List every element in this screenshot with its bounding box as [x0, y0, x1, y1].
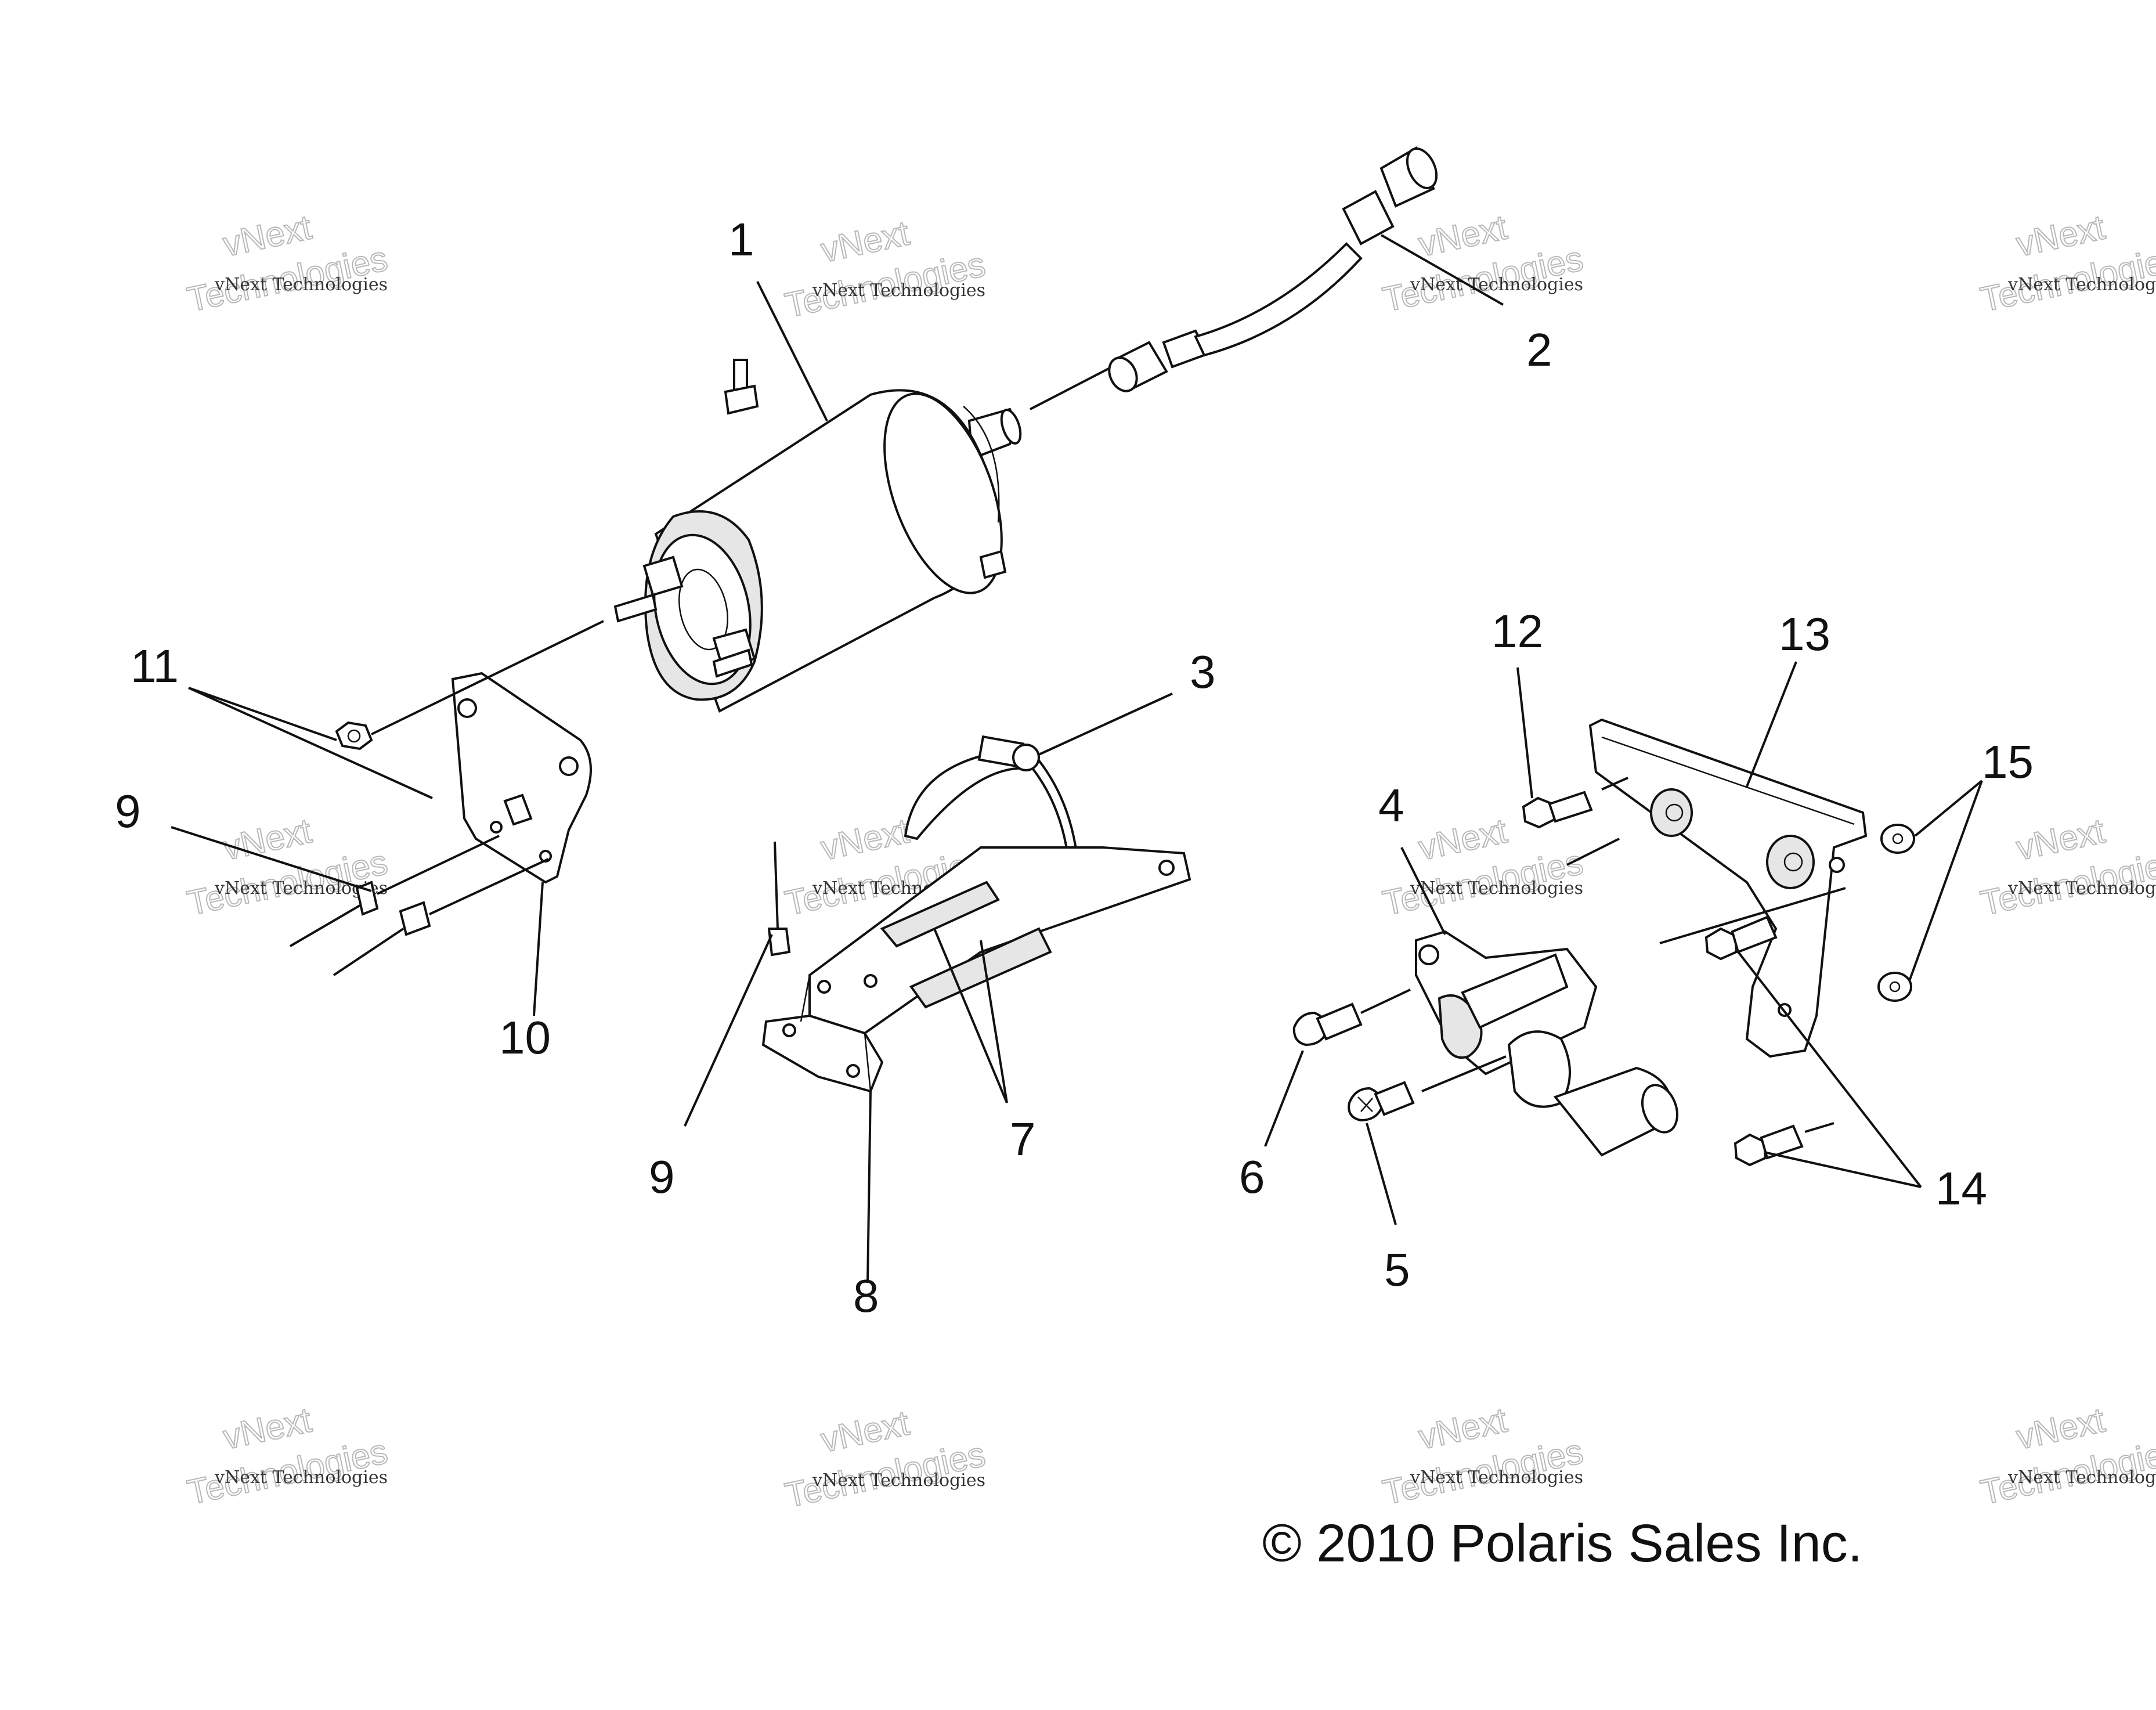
watermark-text: vNext Technologies: [2007, 878, 2156, 899]
copyright-notice: © 2010 Polaris Sales Inc.: [1262, 1514, 1862, 1573]
watermark-bottom-right: vNext Technologies vNext Technologies: [1379, 1399, 1587, 1512]
callout-12: 12: [1491, 605, 1543, 657]
callout-4: 4: [1378, 780, 1404, 831]
watermark-mid-left: vNext Technologies vNext Technologies: [183, 810, 392, 923]
callout-9-center: 9: [649, 1151, 675, 1203]
strap-and-plate: [761, 735, 1191, 1093]
watermark-outline-1: vNext: [1415, 1400, 1510, 1456]
watermark-text: vNext Technologies: [1410, 1467, 1583, 1488]
watermark-outline-1: vNext: [219, 207, 315, 264]
watermark-outline-1: vNext: [219, 811, 315, 867]
watermark-top-center: vNext Technologies vNext Technologies: [781, 212, 989, 325]
watermark-mid-edge: vNext Technologies vNext Technologies: [1977, 810, 2156, 923]
watermark-outline-1: vNext: [1415, 207, 1510, 264]
callout-7: 7: [1010, 1113, 1036, 1165]
drive-assembly: [1292, 930, 1678, 1157]
right-bracket: [1522, 718, 1915, 1167]
starter-cable: [1108, 146, 1438, 392]
callout-2: 2: [1526, 324, 1552, 376]
watermark-text: vNext Technologies: [2007, 275, 2156, 295]
watermark-text: vNext Technologies: [812, 1470, 985, 1491]
watermark-outline-1: vNext: [219, 1400, 315, 1456]
watermark-bottom-left: vNext Technologies vNext Technologies: [183, 1399, 392, 1512]
left-bracket: [289, 620, 604, 976]
callout-13: 13: [1779, 608, 1830, 660]
callout-3: 3: [1190, 646, 1216, 698]
watermark-top-edge: vNext Technologies vNext Technologies: [1977, 207, 2156, 319]
callout-numbers: 1 2 3 4 5 6 7 8 9 9 10 11 12 13 14 15: [115, 214, 2034, 1322]
watermark-top-right: vNext Technologies vNext Technologies: [1379, 207, 1587, 319]
watermark-text: vNext Technologies: [1410, 878, 1583, 899]
starter-motor: [613, 359, 1115, 713]
leader-lines: [171, 234, 1983, 1283]
watermark-outline-1: vNext: [2013, 1400, 2108, 1456]
watermark-outline-1: vNext: [2013, 207, 2108, 264]
callout-1: 1: [728, 214, 754, 265]
watermark-text: vNext Technologies: [812, 280, 985, 301]
callout-9-left: 9: [115, 785, 141, 837]
callout-8: 8: [853, 1270, 879, 1322]
callout-6: 6: [1239, 1151, 1265, 1203]
watermark-outline-1: vNext: [1415, 811, 1510, 867]
callout-14: 14: [1935, 1163, 1987, 1214]
watermark-outline-1: vNext: [817, 1403, 912, 1459]
callout-15: 15: [1982, 736, 2034, 788]
watermark-outline-1: vNext: [817, 811, 912, 867]
watermark-bottom-edge: vNext Technologies vNext Technologies: [1977, 1399, 2156, 1512]
watermark-outline-1: vNext: [817, 213, 912, 269]
callout-10: 10: [499, 1012, 551, 1063]
watermark-top-left: vNext Technologies vNext Technologies: [183, 207, 392, 319]
watermark-text: vNext Technologies: [214, 1467, 388, 1488]
watermark-text: vNext Technologies: [1410, 275, 1583, 295]
watermark-outline-1: vNext: [2013, 811, 2108, 867]
watermark-text: vNext Technologies: [2007, 1467, 2156, 1488]
watermark-bottom-center: vNext Technologies vNext Technologies: [781, 1402, 989, 1515]
watermark-text: vNext Technologies: [214, 275, 388, 295]
callout-5: 5: [1384, 1244, 1410, 1296]
callout-11: 11: [131, 640, 179, 692]
